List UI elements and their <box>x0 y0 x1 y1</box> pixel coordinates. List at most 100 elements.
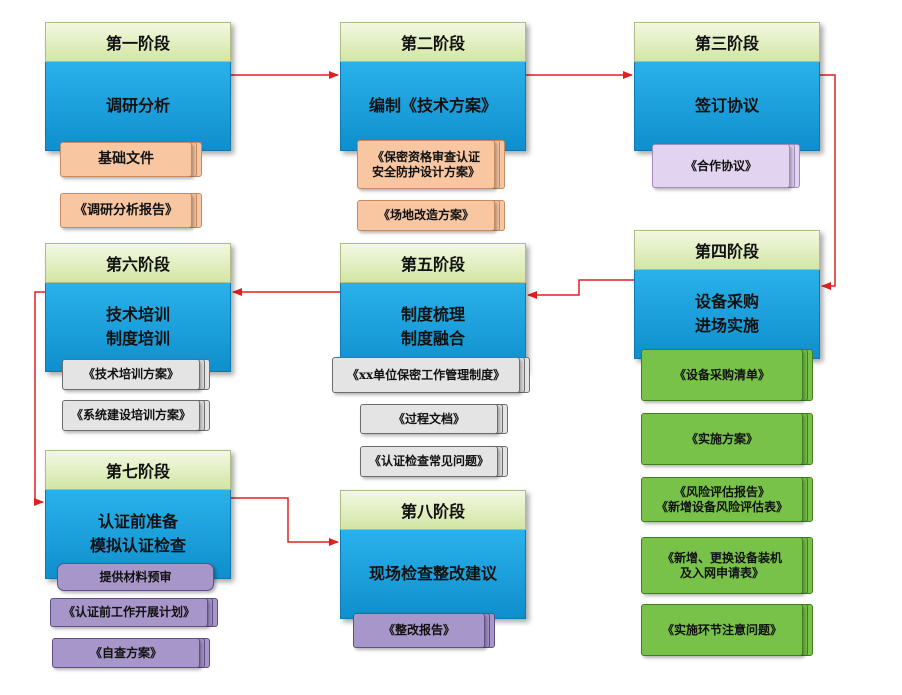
stage-title-line: 编制《技术方案》 <box>368 96 497 115</box>
document-label-line: 及入网申请表》 <box>679 565 764 580</box>
stage-header: 第三阶段 <box>634 22 820 62</box>
document-label-line: 《自查方案》 <box>89 645 162 660</box>
document-stack: 《自查方案》 <box>52 638 210 668</box>
stage-2: 第二阶段编制《技术方案》 <box>340 22 526 151</box>
document-stack: 《新增、更换设备装机及入网申请表》 <box>641 537 813 594</box>
document-stack: 《认证前工作开展计划》 <box>50 598 218 627</box>
stage-title-line: 模拟认证检查 <box>89 536 186 555</box>
document-label: 《自查方案》 <box>52 638 200 668</box>
document-label: 《场地改造方案》 <box>357 200 495 231</box>
document-stack: 《过程文档》 <box>360 404 508 434</box>
document-label: 《风险评估报告》《新增设备风险评估表》 <box>641 477 803 522</box>
stage-header: 第六阶段 <box>45 243 231 283</box>
stage-title-line: 签订协议 <box>694 96 759 115</box>
stage-title: 现场检查整改建议 <box>340 530 526 619</box>
stage-title-line: 现场检查整改建议 <box>368 564 497 583</box>
stage-6: 第六阶段技术培训制度培训 <box>45 243 231 372</box>
stage-header: 第四阶段 <box>634 230 820 270</box>
connector-arrow <box>820 74 836 290</box>
stage-header: 第七阶段 <box>45 450 231 490</box>
document-label: 《认证前工作开展计划》 <box>50 598 208 627</box>
stage-title: 技术培训制度培训 <box>45 283 231 372</box>
document-label: 《新增、更换设备装机及入网申请表》 <box>641 537 803 594</box>
document-label: 《调研分析报告》 <box>60 193 192 228</box>
document-label: 《合作协议》 <box>652 144 790 188</box>
stage-header: 第一阶段 <box>45 22 231 62</box>
document-label: 《保密资格审查认证安全防护设计方案》 <box>357 140 495 189</box>
document-label: 《过程文档》 <box>360 404 498 434</box>
document-label-line: 《风险评估报告》 <box>673 484 770 499</box>
document-label-line: 《实施方案》 <box>685 431 758 446</box>
stage-title-line: 设备采购 <box>694 292 759 311</box>
document-label-line: 安全防护设计方案》 <box>371 164 480 179</box>
document-stack: 《xx单位保密工作管理制度》 <box>332 357 530 393</box>
document-label-line: 《设备采购清单》 <box>673 367 770 382</box>
document-label: 基础文件 <box>60 142 192 177</box>
document-stack: 《场地改造方案》 <box>357 200 505 231</box>
document-label-line: 《技术培训方案》 <box>82 367 179 381</box>
document-stack: 提供材料预审 <box>57 563 214 591</box>
stage-title-line: 制度融合 <box>400 329 465 348</box>
stage-title: 签订协议 <box>634 62 820 151</box>
document-label: 《设备采购清单》 <box>641 349 803 401</box>
document-label-line: 《xx单位保密工作管理制度》 <box>346 367 506 382</box>
connector-arrow <box>34 291 45 506</box>
document-label-line: 《实施环节注意问题》 <box>661 622 782 637</box>
document-stack: 《保密资格审查认证安全防护设计方案》 <box>357 140 505 189</box>
document-stack: 《调研分析报告》 <box>60 193 202 228</box>
stage-header: 第五阶段 <box>340 243 526 283</box>
document-label: 《xx单位保密工作管理制度》 <box>332 357 520 393</box>
stage-title: 编制《技术方案》 <box>340 62 526 151</box>
document-stack: 《系统建设培训方案》 <box>62 400 210 431</box>
stage-title-line: 进场实施 <box>694 316 759 335</box>
document-label-line: 《认证检查常见问题》 <box>368 454 489 468</box>
document-label-line: 基础文件 <box>98 151 154 167</box>
document-label-line: 提供材料预审 <box>99 569 172 584</box>
document-stack: 《设备采购清单》 <box>641 349 813 401</box>
document-stack: 《风险评估报告》《新增设备风险评估表》 <box>641 477 813 522</box>
stage-title-line: 调研分析 <box>105 96 170 115</box>
document-stack: 《技术培训方案》 <box>62 359 210 390</box>
connector-arrow <box>231 497 339 546</box>
stage-title-line: 制度梳理 <box>400 305 465 324</box>
stage-header: 第二阶段 <box>340 22 526 62</box>
document-label: 《认证检查常见问题》 <box>360 446 498 477</box>
document-label: 提供材料预审 <box>57 563 214 591</box>
document-label: 《实施环节注意问题》 <box>641 604 803 656</box>
document-label: 《实施方案》 <box>641 413 803 465</box>
stage-header: 第八阶段 <box>340 490 526 530</box>
stage-3: 第三阶段签订协议 <box>634 22 820 151</box>
document-label: 《系统建设培训方案》 <box>62 400 200 431</box>
stage-title: 调研分析 <box>45 62 231 151</box>
document-label: 《整改报告》 <box>353 613 485 648</box>
stage-title-line: 技术培训 <box>105 305 170 324</box>
document-label-line: 《新增设备风险评估表》 <box>655 499 788 514</box>
document-stack: 《实施环节注意问题》 <box>641 604 813 656</box>
document-label: 《技术培训方案》 <box>62 359 200 390</box>
stage-1: 第一阶段调研分析 <box>45 22 231 151</box>
stage-title: 设备采购进场实施 <box>634 270 820 359</box>
stage-7: 第七阶段认证前准备模拟认证检查 <box>45 450 231 579</box>
document-label-line: 《保密资格审查认证 <box>371 149 480 164</box>
document-label-line: 《认证前工作开展计划》 <box>62 605 195 619</box>
document-stack: 《合作协议》 <box>652 144 800 188</box>
stage-8: 第八阶段现场检查整改建议 <box>340 490 526 619</box>
stage-5: 第五阶段制度梳理制度融合 <box>340 243 526 372</box>
document-label-line: 《系统建设培训方案》 <box>70 408 191 422</box>
document-label-line: 《调研分析报告》 <box>73 203 178 218</box>
document-stack: 《认证检查常见问题》 <box>360 446 508 477</box>
document-stack: 《整改报告》 <box>353 613 495 648</box>
connector-arrow <box>527 279 634 299</box>
stage-title-line: 认证前准备 <box>97 512 178 531</box>
document-stack: 基础文件 <box>60 142 202 177</box>
document-label-line: 《场地改造方案》 <box>377 208 474 222</box>
document-label-line: 《整改报告》 <box>382 623 455 637</box>
document-label-line: 《新增、更换设备装机 <box>661 550 782 565</box>
document-label-line: 《合作协议》 <box>684 158 757 173</box>
stage-4: 第四阶段设备采购进场实施 <box>634 230 820 359</box>
document-label-line: 《过程文档》 <box>392 411 465 426</box>
document-stack: 《实施方案》 <box>641 413 813 465</box>
stage-title-line: 制度培训 <box>105 329 170 348</box>
